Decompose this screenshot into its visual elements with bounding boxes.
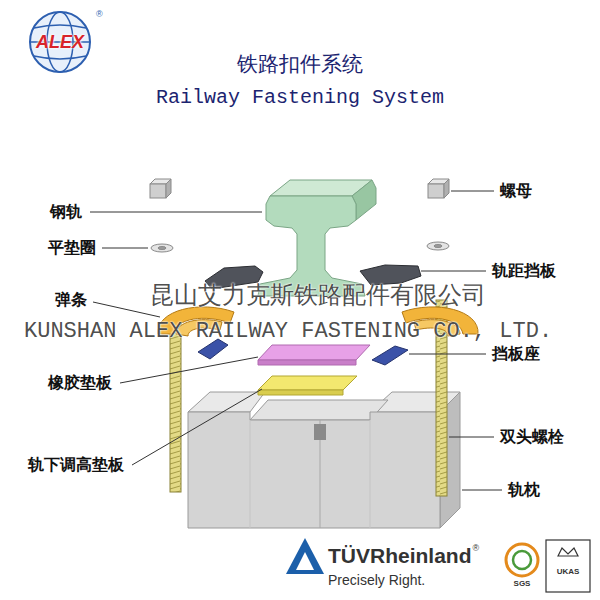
part-label: 钢轨 xyxy=(50,203,82,221)
sgs-seal xyxy=(506,544,538,576)
ukas-seal xyxy=(546,540,590,592)
slogan: Precisely Right. xyxy=(328,572,425,588)
sleeper xyxy=(188,392,460,528)
watermark: 昆山艾力克斯铁路配件有限公司 xyxy=(150,282,486,310)
part-label: 螺母 xyxy=(500,182,532,200)
logo-globe xyxy=(30,12,90,72)
seal-text: SGS xyxy=(514,579,531,588)
logo-text: ALEX xyxy=(36,32,84,53)
part-label: 弹条 xyxy=(55,291,87,309)
registered-mark: ® xyxy=(96,9,103,19)
part-label: 平垫圈 xyxy=(48,239,96,257)
seal-text: UKAS xyxy=(557,567,580,576)
registered-mark: ® xyxy=(473,543,480,553)
rail xyxy=(258,180,376,296)
rubber-pad xyxy=(258,345,370,365)
nut xyxy=(150,179,449,198)
watermark: KUNSHAN ALEX RAILWAY FASTENING CO., LTD. xyxy=(24,319,552,344)
brand-name: TÜVRheinland xyxy=(328,544,472,568)
part-label: 橡胶垫板 xyxy=(48,374,112,392)
part-label: 轨枕 xyxy=(508,481,540,499)
tuv-logo-mark xyxy=(286,538,324,574)
part-label: 双头螺栓 xyxy=(500,428,564,446)
flat-washer xyxy=(151,242,449,252)
title: 铁路扣件系统 xyxy=(237,52,363,76)
part-label: 轨距挡板 xyxy=(492,262,556,280)
part-label: 挡板座 xyxy=(492,345,540,363)
part-label: 轨下调高垫板 xyxy=(28,456,124,474)
subtitle: Railway Fastening System xyxy=(156,86,444,109)
height-adjusting-pad xyxy=(258,376,357,395)
